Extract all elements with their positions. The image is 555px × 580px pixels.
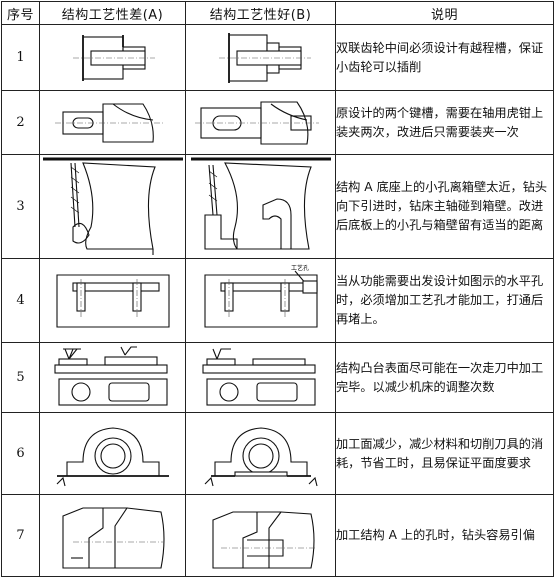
header-row: 序号 结构工艺性差(A) 结构工艺性好(B) 说明 [1, 1, 554, 25]
row-index: 6 [1, 412, 40, 495]
row-description: 双联齿轮中间必须设计有越程槽，保证小齿轮可以插削 [335, 24, 554, 91]
figure-row4-good: 工艺孔 [185, 258, 336, 343]
row-index: 2 [1, 90, 40, 155]
process-hole-label: 工艺孔 [291, 264, 309, 272]
figure-row6-bad [39, 412, 186, 495]
table-row: 5 结构 [1, 342, 554, 413]
row-description: 加工面减少，减少材料和切削刀具的消耗，节省工时，且易保证平面度要求 [335, 412, 554, 495]
header-desc: 说明 [335, 1, 554, 25]
row-index: 1 [1, 24, 40, 91]
row-description: 加工结构 A 上的孔时，钻头容易引偏 [335, 494, 554, 577]
figure-row1-good [185, 24, 336, 91]
figure-row2-bad [39, 90, 186, 155]
row-description: 原设计的两个键槽，需要在轴用虎钳上装夹两次，改进后只需要装夹一次 [335, 90, 554, 155]
table-row: 2 原设计的两个键槽，需要在轴用虎钳上装夹两次，改进后只需要装夹一次 [1, 90, 554, 155]
table-row: 1 双联齿轮中间必须设计有越程槽，保证小齿轮可以插削 [1, 24, 554, 91]
table-row: 7 加工结构 A 上的孔时，钻头容易引偏 [1, 494, 554, 577]
figure-row2-good [185, 90, 336, 155]
figure-row7-bad [39, 494, 186, 577]
table-row: 3 结构 A 底座上的小孔离箱壁太近，钻头向下引进时，钻床主轴碰到箱壁。改进后底 [1, 154, 554, 259]
figure-row3-bad [39, 154, 186, 259]
figure-row5-bad [39, 342, 186, 413]
figure-row4-bad [39, 258, 186, 343]
row-description: 结构 A 底座上的小孔离箱壁太近，钻头向下引进时，钻床主轴碰到箱壁。改进后底板上… [335, 154, 554, 259]
figure-row6-good [185, 412, 336, 495]
figure-row3-good [185, 154, 336, 259]
table-row: 4 工艺孔 当从功能需要出发 [1, 258, 554, 343]
figure-row7-good [185, 494, 336, 577]
header-index: 序号 [1, 1, 40, 25]
figure-row1-bad [39, 24, 186, 91]
row-description: 结构凸台表面尽可能在一次走刀中加工完毕。以减少机床的调整次数 [335, 342, 554, 413]
row-index: 3 [1, 154, 40, 259]
figure-row5-good [185, 342, 336, 413]
table-row: 6 加工面减少，减少材料和切削刀具的消耗，节省工时，且易保证平 [1, 412, 554, 495]
row-index: 4 [1, 258, 40, 343]
row-description: 当从功能需要出发设计如图示的水平孔时，必须增加工艺孔才能加工，打通后再堵上。 [335, 258, 554, 343]
header-bad: 结构工艺性差(A) [39, 1, 186, 25]
row-index: 5 [1, 342, 40, 413]
row-index: 7 [1, 494, 40, 577]
header-good: 结构工艺性好(B) [185, 1, 336, 25]
